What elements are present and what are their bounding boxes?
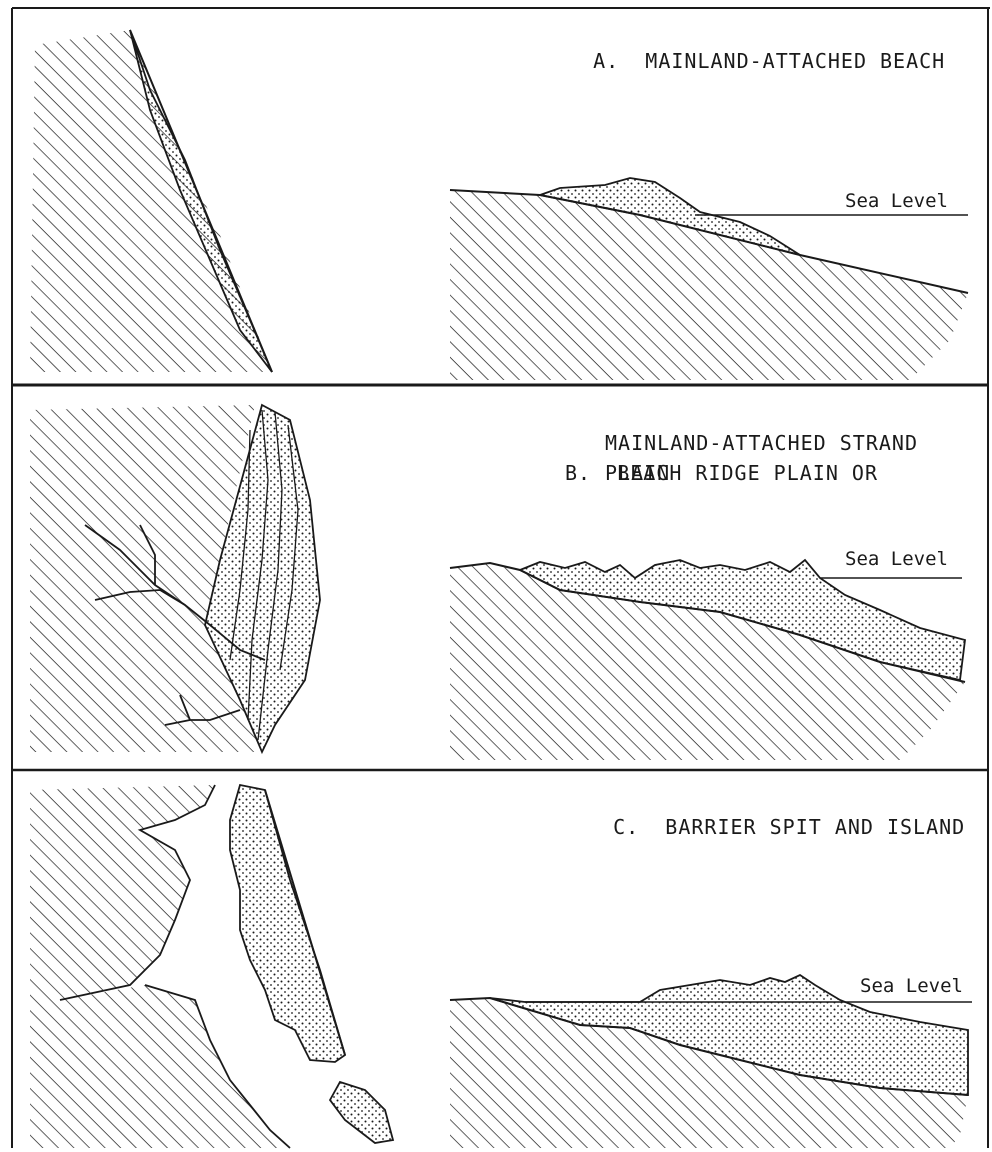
panel-c-barrier-island	[330, 1082, 393, 1143]
panel-c-plan-view	[30, 785, 393, 1148]
panel-c-title-line-1: BARRIER SPIT AND ISLAND	[665, 815, 965, 839]
panel-a-letter: A.	[593, 49, 619, 73]
panel-a-plan-view	[30, 30, 272, 372]
panel-a-title-line-1: MAINLAND-ATTACHED BEACH	[645, 49, 945, 73]
panel-c-sea-level-label: Sea Level	[860, 975, 963, 997]
panel-a-sea-level-label: Sea Level	[845, 190, 948, 212]
panel-b-title-line-2: MAINLAND-ATTACHED STRAND	[605, 428, 918, 458]
panel-c-cross-section	[450, 975, 972, 1148]
panel-b-cross-section	[450, 560, 965, 760]
panel-b-sea-level-label: Sea Level	[845, 548, 948, 570]
panel-b-plan-view	[30, 405, 320, 752]
panel-c-title: C. BARRIER SPIT AND ISLAND	[587, 782, 965, 842]
panel-b-title-line-3: PLAIN	[605, 458, 670, 488]
panel-c-barrier-spit	[230, 785, 345, 1062]
panel-a-title: A. MAINLAND-ATTACHED BEACH	[567, 16, 945, 76]
panel-b-letter: B.	[565, 461, 591, 485]
panel-c-letter: C.	[613, 815, 639, 839]
